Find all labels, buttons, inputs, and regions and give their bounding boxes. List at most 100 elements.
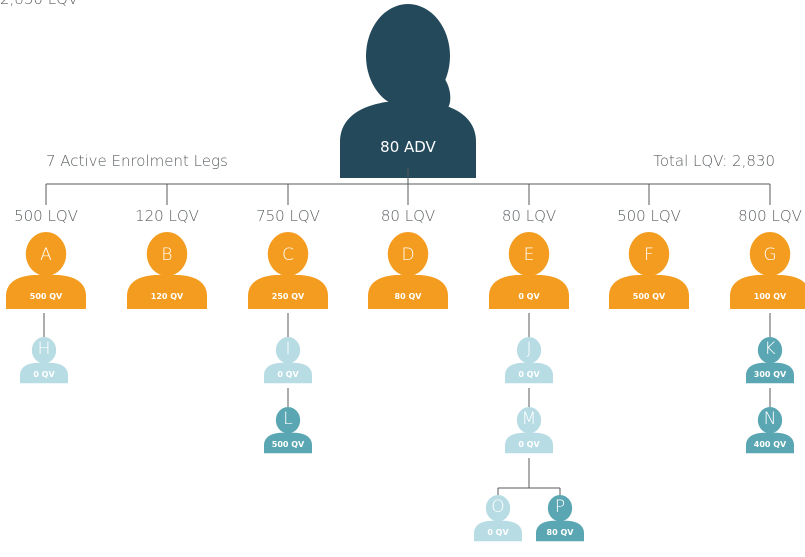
member-letter: N [764, 409, 777, 429]
person-body [609, 275, 689, 309]
member-letter: H [38, 339, 51, 359]
member-qv: 80 QV [395, 292, 423, 301]
downline-person-o: O 0 QV [474, 495, 522, 542]
downline-person-m: M 0 QV [505, 407, 553, 454]
leg-lqv-label: 80 LQV [502, 207, 556, 225]
person-icon [474, 495, 522, 542]
member-letter: O [491, 497, 504, 517]
member-letter: L [283, 409, 292, 429]
leg-lqv-label: 80 LQV [381, 207, 435, 225]
person-icon [20, 337, 68, 384]
female-avatar-icon [340, 4, 476, 178]
leg-lqv-label: 500 LQV [14, 207, 78, 225]
person-body [20, 362, 68, 384]
leg-person-e: E 0 QV [489, 232, 569, 309]
leg-person-f: F 500 QV [609, 232, 689, 309]
leg-lqv-label: 120 LQV [135, 207, 199, 225]
person-head [516, 337, 542, 364]
person-body [248, 275, 328, 309]
member-letter: I [285, 339, 290, 359]
person-icon [368, 232, 448, 309]
person-head [757, 407, 783, 434]
person-head [387, 232, 429, 276]
person-icon [505, 407, 553, 454]
downline-person-n: N 400 QV [746, 407, 794, 454]
member-qv: 500 QV [272, 440, 305, 449]
leg-person-b: B 120 QV [127, 232, 207, 309]
person-body [264, 432, 312, 454]
person-head [508, 232, 550, 276]
member-qv: 0 QV [518, 370, 540, 379]
member-letter: F [644, 245, 654, 265]
person-icon [248, 232, 328, 309]
member-qv: 500 QV [633, 292, 666, 301]
member-qv: 300 QV [754, 370, 787, 379]
member-qv: 0 QV [487, 528, 509, 537]
person-body [746, 362, 794, 384]
member-letter: G [763, 245, 776, 265]
person-icon [746, 407, 794, 454]
person-icon [609, 232, 689, 309]
person-body [474, 520, 522, 542]
person-head [749, 232, 791, 276]
member-qv: 0 QV [277, 370, 299, 379]
person-head [275, 337, 301, 364]
active-legs-label: 7 Active Enrolment Legs [46, 152, 228, 170]
root-head [366, 4, 450, 108]
root-body [340, 102, 476, 178]
root-adv-label: 80 ADV [380, 138, 436, 156]
leg-person-g: G 100 QV [730, 232, 805, 309]
member-qv: 80 QV [547, 528, 575, 537]
person-icon [489, 232, 569, 309]
member-letter: P [555, 497, 565, 517]
person-body [505, 432, 553, 454]
downline-person-j: J 0 QV [505, 337, 553, 384]
person-icon [505, 337, 553, 384]
member-qv: 100 QV [754, 292, 787, 301]
person-body [536, 520, 584, 542]
root-person: 80 ADV [340, 4, 476, 178]
member-qv: 400 QV [754, 440, 787, 449]
person-body [730, 275, 805, 309]
person-body [746, 432, 794, 454]
member-letter: D [401, 245, 414, 265]
downline-person-k: K 300 QV [746, 337, 794, 384]
member-letter: K [764, 339, 775, 359]
leg-person-c: C 250 QV [248, 232, 328, 309]
corner-lqv-text: 2,830 LQV [0, 0, 78, 8]
person-body [489, 275, 569, 309]
person-icon [746, 337, 794, 384]
member-qv: 250 QV [272, 292, 305, 301]
member-qv: 0 QV [518, 292, 540, 301]
member-qv: 0 QV [33, 370, 55, 379]
leg-person-d: D 80 QV [368, 232, 448, 309]
person-icon [730, 232, 805, 309]
member-letter: M [522, 409, 537, 429]
downline-person-i: I 0 QV [264, 337, 312, 384]
person-head [547, 495, 573, 522]
person-icon [536, 495, 584, 542]
tree-nodes: 500 LQV A 500 QV 120 LQV B 120 QV 750 LQV C 250 … [6, 207, 805, 542]
leg-lqv-label: 750 LQV [256, 207, 320, 225]
person-head [275, 407, 301, 434]
member-qv: 120 QV [151, 292, 184, 301]
person-body [127, 275, 207, 309]
person-head [516, 407, 542, 434]
leg-person-a: A 500 QV [6, 232, 86, 309]
member-letter: B [161, 245, 172, 265]
person-icon [127, 232, 207, 309]
downline-person-l: L 500 QV [264, 407, 312, 454]
person-head [485, 495, 511, 522]
downline-person-h: H 0 QV [20, 337, 68, 384]
member-letter: C [282, 245, 294, 265]
leg-lqv-label: 800 LQV [738, 207, 802, 225]
member-letter: J [526, 339, 531, 359]
person-icon [264, 407, 312, 454]
person-body [264, 362, 312, 384]
member-letter: A [40, 245, 52, 265]
member-qv: 0 QV [518, 440, 540, 449]
member-letter: E [524, 245, 535, 265]
member-qv: 500 QV [30, 292, 63, 301]
person-head [628, 232, 670, 276]
